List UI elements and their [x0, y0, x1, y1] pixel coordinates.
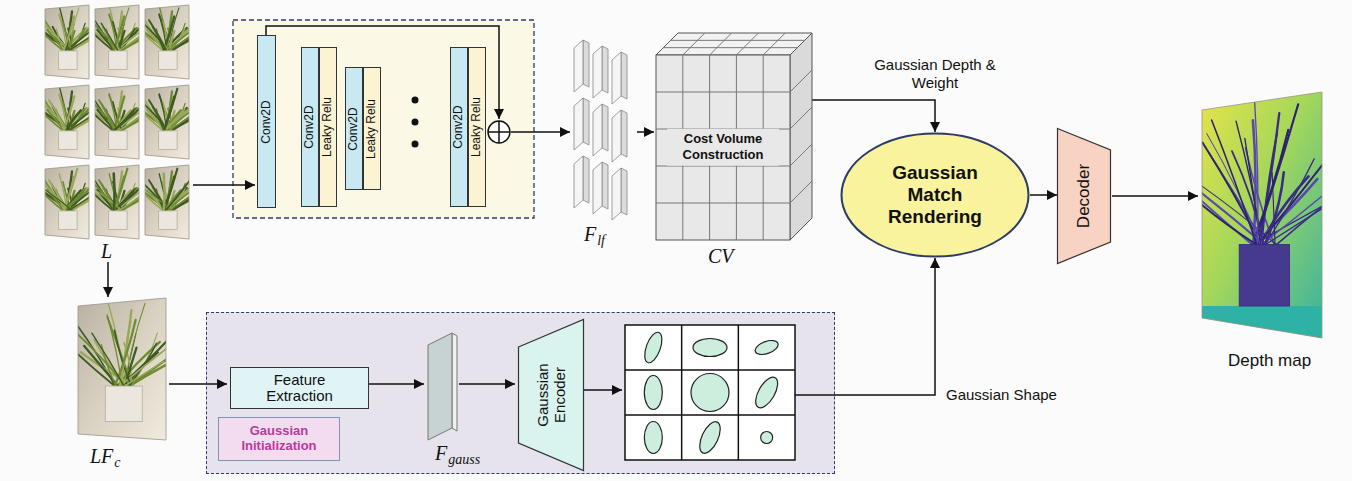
flow-arrow	[107, 262, 109, 297]
node-text: Gaussian Initialization	[218, 417, 340, 461]
light-field-view	[136, 165, 201, 239]
flow-arrow	[637, 131, 654, 133]
light-field-view	[86, 165, 151, 239]
activation-block: Leaky Relu	[468, 47, 486, 207]
ellipsis-dots	[412, 97, 419, 148]
feature-extractor-region	[233, 20, 534, 218]
light-field-view	[86, 5, 151, 79]
feature-stack	[574, 40, 627, 220]
node-text: Conv2D	[260, 100, 273, 143]
symbol-label: CV	[708, 246, 734, 266]
flow-arrow	[459, 383, 515, 385]
feature-map	[428, 333, 457, 440]
connector-arrow	[812, 100, 935, 132]
node-text: Conv2D	[452, 105, 465, 148]
conv-block: Conv2D	[345, 67, 363, 190]
symbol-label: L	[101, 241, 112, 261]
node-text: Gaussian Encoder	[535, 360, 568, 430]
flow-arrow	[193, 184, 255, 186]
gaussian-init-region: Gaussian Initialization Feature Extractio…	[206, 312, 835, 474]
flow-arrow	[368, 383, 424, 385]
light-field-view	[36, 165, 101, 239]
gaussian-region-ground	[206, 312, 835, 474]
subscript: c	[114, 456, 120, 470]
flow-arrow	[169, 383, 227, 385]
edge-label: Gaussian Shape	[946, 386, 1057, 404]
symbol-label: F	[584, 224, 596, 244]
light-field-view	[86, 85, 151, 159]
node-text: Leaky Relu	[365, 98, 378, 158]
subscript: lf	[597, 234, 605, 248]
node-text: Conv2D	[347, 107, 360, 150]
connector-arrow	[1030, 194, 1057, 196]
subscript: gauss	[448, 453, 480, 467]
node-text: Decoder	[1075, 164, 1094, 228]
node-text: Leaky Relu	[470, 97, 483, 157]
process-box: Feature Extraction	[230, 367, 369, 409]
cost-volume-cube: Cost Volume Construction	[656, 33, 812, 240]
depth-map-image	[1155, 92, 1352, 338]
center-view-image	[63, 298, 189, 440]
flow-line	[795, 394, 835, 396]
gaussian-grid	[625, 325, 795, 460]
flow-arrow	[583, 389, 622, 391]
flow-arrow	[1112, 195, 1198, 197]
flow-arrow	[511, 131, 570, 133]
conv-block: Conv2D	[301, 47, 319, 207]
encoder-trapezoid: Gaussian Encoder	[518, 319, 584, 471]
sum-symbol	[488, 121, 510, 143]
render-ellipse: Gaussian Match Rendering	[840, 132, 1030, 258]
node-text: Conv2D	[303, 105, 316, 148]
light-field-view	[136, 5, 201, 79]
node-text: Cost Volume Construction	[667, 129, 779, 166]
conv-block: Conv2D	[450, 47, 468, 207]
symbol-label: LF	[90, 446, 113, 466]
light-field-view	[36, 5, 101, 79]
activation-block: Leaky Relu	[363, 67, 381, 190]
node-text: Feature Extraction	[248, 372, 352, 405]
decoder-trapezoid: Decoder	[1057, 128, 1111, 264]
symbol-label: Depth map	[1228, 352, 1311, 369]
conv-block: Conv2D	[257, 35, 276, 208]
light-field-view	[36, 85, 101, 159]
node-text: Leaky Relu	[321, 97, 334, 157]
symbol-label: F	[435, 443, 447, 463]
activation-block: Leaky Relu	[319, 47, 337, 207]
light-field-view	[136, 85, 201, 159]
node-text: Gaussian Match Rendering	[870, 162, 1000, 228]
connector-arrow	[835, 258, 935, 395]
edge-label: Gaussian Depth & Weight	[868, 56, 1002, 92]
